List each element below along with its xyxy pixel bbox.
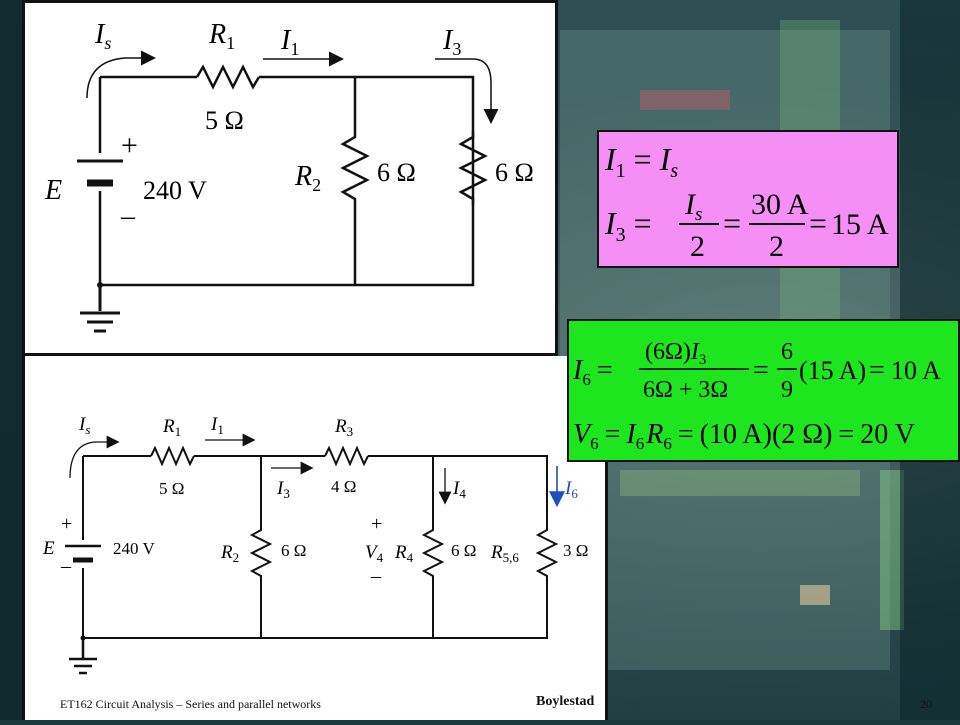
eq2-frac2-num: 6 (781, 339, 793, 365)
value-r4: 6 Ω (451, 541, 476, 560)
current-arrow-i3 (435, 58, 499, 124)
label-is: Is (78, 414, 90, 437)
eq1-line1: I1=Is (604, 141, 678, 182)
eq1-frac2-den: 2 (769, 230, 784, 263)
current-arrow-is (69, 435, 120, 479)
label-i4: I4 (452, 478, 466, 501)
value-r3: 6 Ω (495, 158, 534, 187)
eq1-result: 15 A (831, 208, 889, 241)
ground-symbol (69, 638, 97, 675)
value-r3: 4 Ω (331, 477, 356, 496)
value-r56: 3 Ω (563, 541, 588, 560)
resistor-r2 (340, 131, 370, 205)
board-decoration (640, 90, 730, 110)
label-i6: I6 (564, 478, 578, 501)
resistor-r1 (150, 445, 195, 467)
resistor-r56 (535, 526, 559, 580)
circuit-figure-2: Is R1 5 Ω I1 R3 4 Ω I3 + E 240 V – R2 6 … (22, 356, 608, 720)
minus-sign: – (370, 565, 382, 587)
eq1-eq2: = (723, 205, 741, 241)
footer-page-number: 20 (920, 697, 932, 711)
value-e: 240 V (113, 539, 155, 558)
eq2-line2: V6=I6R6=(10 A)(2 Ω)=20 V (573, 419, 915, 453)
eq1-eq3: = (809, 205, 827, 241)
label-i1: I1 (280, 25, 299, 59)
eq2-eq3: = (869, 355, 885, 386)
board-decoration (0, 0, 22, 720)
ground-symbol (80, 285, 120, 333)
eq1-frac2-num: 30 A (751, 188, 809, 221)
eq2-frac2-den: 9 (781, 377, 793, 403)
label-v4: V4 (365, 542, 384, 565)
eq2-line1-lhs: I6= (572, 355, 613, 389)
battery-gap (71, 540, 95, 568)
eq2-frac1-den: 6Ω + 3Ω (643, 377, 728, 403)
resistor-r2 (249, 526, 273, 580)
label-e: E (42, 538, 55, 559)
equation-1-math: I1=Is I3= Is 2 = 30 A 2 = 15 A (604, 141, 889, 263)
footer-author: Boylestad (536, 694, 595, 709)
resistor-r1 (195, 64, 261, 90)
label-r2: R2 (220, 542, 239, 565)
label-r56: R5,6 (490, 542, 519, 565)
eq2-result: 10 A (891, 356, 941, 385)
equation-box-2: I6= (6Ω)I3 6Ω + 3Ω = 6 9 (15 A) = 10 A V… (567, 319, 960, 462)
minus-sign: – (60, 555, 72, 577)
value-r2: 6 Ω (281, 541, 306, 560)
resistor-r3 (458, 131, 488, 205)
label-is: Is (94, 19, 111, 53)
label-r3: R3 (334, 416, 353, 439)
eq1-frac1-num: Is (684, 188, 702, 225)
plus-sign: + (371, 513, 382, 535)
label-r4: R4 (394, 542, 414, 565)
value-e: 240 V (143, 176, 207, 205)
board-decoration (800, 585, 830, 605)
eq1-frac1-den: 2 (690, 230, 705, 263)
board-decoration (620, 470, 860, 496)
eq2-frac1-num: (6Ω)I3 (645, 339, 706, 368)
plus-sign: + (121, 129, 138, 162)
circuit-figure-1: Is R1 5 Ω I1 I3 + E 240 V – R2 6 Ω 6 Ω (22, 0, 558, 356)
equation-box-1: I1=Is I3= Is 2 = 30 A 2 = 15 A (597, 130, 899, 268)
label-e: E (44, 175, 62, 206)
label-r2: R2 (294, 161, 321, 195)
current-arrow-is (86, 50, 156, 99)
minus-sign: – (120, 201, 136, 232)
wire (368, 455, 548, 526)
value-r1: 5 Ω (159, 479, 184, 498)
eq1-line2-lhs: I3= (604, 205, 652, 246)
wire (98, 75, 475, 287)
equation-2-math: I6= (6Ω)I3 6Ω + 3Ω = 6 9 (15 A) = 10 A V… (572, 339, 941, 453)
label-i3: I3 (442, 25, 461, 59)
circuit-2-schematic: Is R1 5 Ω I1 R3 4 Ω I3 + E 240 V – R2 6 … (42, 414, 588, 675)
plus-sign: + (61, 513, 72, 535)
label-r1: R1 (162, 416, 181, 439)
eq2-paren: (15 A) (799, 356, 866, 385)
label-i3: I3 (276, 478, 290, 501)
circuit-1-schematic: Is R1 5 Ω I1 I3 + E 240 V – R2 6 Ω 6 Ω (44, 19, 534, 333)
value-r1: 5 Ω (205, 106, 244, 135)
label-i1: I1 (210, 414, 224, 437)
value-r2: 6 Ω (377, 158, 416, 187)
resistor-r4 (421, 526, 445, 580)
resistor-r3 (324, 445, 369, 467)
eq2-eq2: = (753, 355, 769, 386)
footer-course-text: ET162 Circuit Analysis – Series and para… (60, 697, 321, 711)
label-r1: R1 (208, 19, 235, 53)
